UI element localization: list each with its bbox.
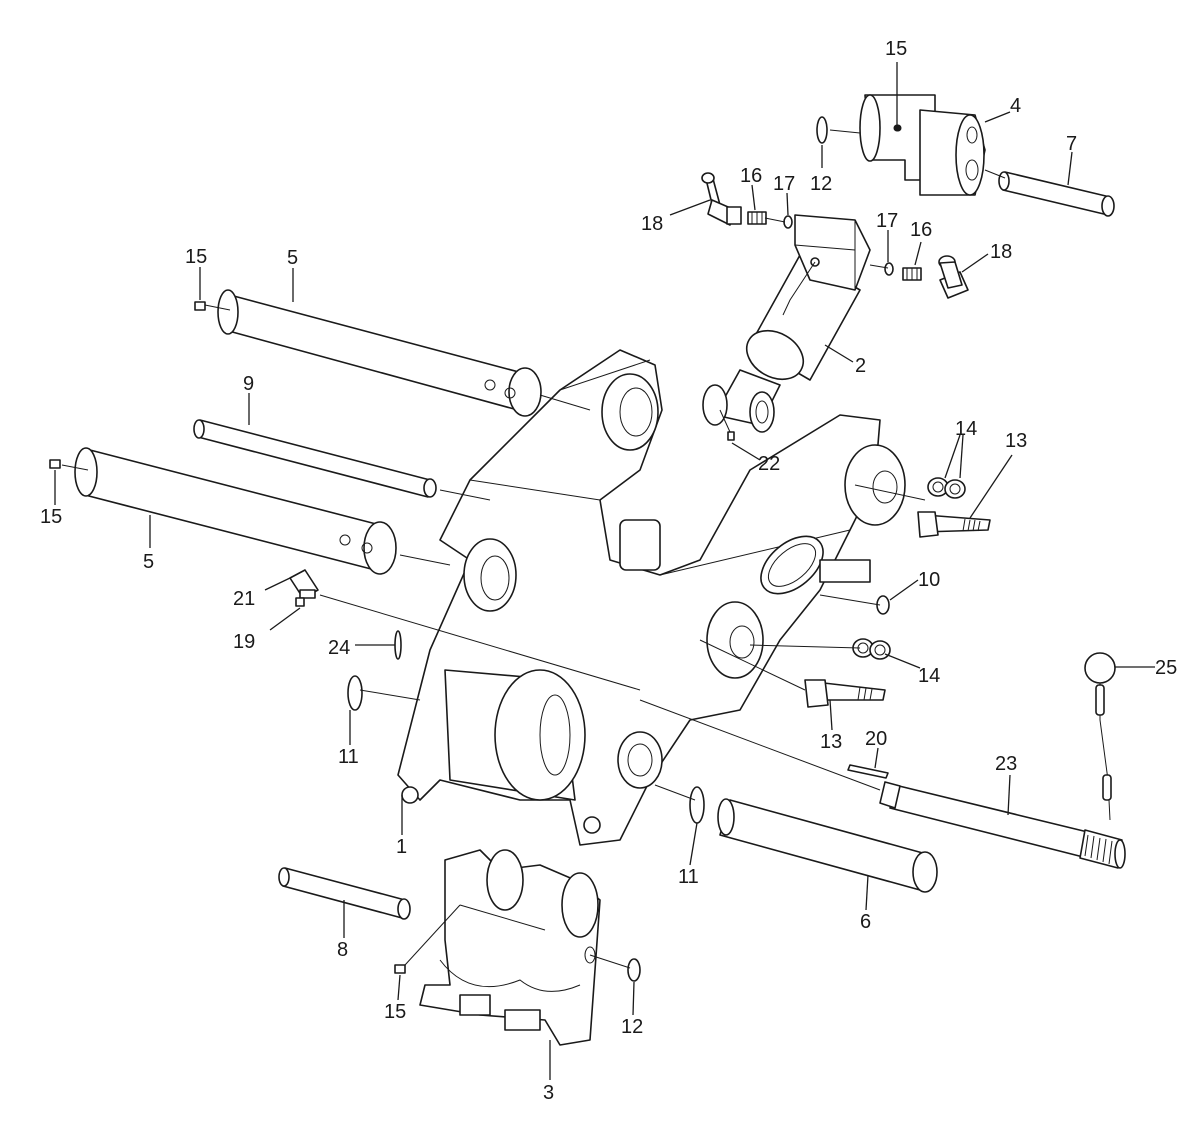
callout-25: 25 xyxy=(1155,657,1177,679)
callout-20: 20 xyxy=(865,728,887,750)
callout-15-left: 15 xyxy=(40,506,62,528)
fittings-left xyxy=(701,172,793,229)
lock-pin-part-23 xyxy=(879,781,1126,869)
callout-4: 4 xyxy=(1010,95,1021,117)
callout-17-right: 17 xyxy=(876,210,898,232)
pin-part-6 xyxy=(717,798,938,893)
callout-2: 2 xyxy=(855,355,866,377)
nuts-part-14-lower xyxy=(852,638,891,660)
callout-14-upper: 14 xyxy=(955,418,977,440)
callout-16-right: 16 xyxy=(910,219,932,241)
callout-16-left: 16 xyxy=(740,165,762,187)
leader-lines xyxy=(54,62,1155,1080)
pin-part-5-upper xyxy=(217,289,542,417)
callout-15-top: 15 xyxy=(885,38,907,60)
jaw-part-3 xyxy=(419,849,601,1046)
callout-13-upper: 13 xyxy=(1005,430,1027,452)
callout-15-bottom: 15 xyxy=(384,1001,406,1023)
callout-19: 19 xyxy=(233,631,255,653)
callout-21: 21 xyxy=(233,588,255,610)
callout-7: 8 xyxy=(337,939,348,961)
bolt-part-13-lower xyxy=(804,679,886,708)
callout-11-left: 11 xyxy=(338,746,359,768)
callout-23: 23 xyxy=(995,753,1017,775)
nuts-part-14-upper xyxy=(927,477,966,499)
callout-5-upper: 5 xyxy=(287,247,298,269)
callout-12-top: 12 xyxy=(810,173,832,195)
callout-8: 7 xyxy=(1066,133,1077,155)
circlips xyxy=(347,116,890,982)
pin-part-8 xyxy=(998,171,1115,217)
callout-1: 1 xyxy=(396,836,407,858)
callout-12-bottom: 12 xyxy=(621,1016,643,1038)
callout-labels: 15 4 7 12 16 17 18 17 16 18 2 22 15 5 9 … xyxy=(40,38,1177,1104)
callout-13-lower: 13 xyxy=(820,731,842,753)
pin-part-7 xyxy=(278,867,411,920)
callout-14-lower: 14 xyxy=(918,665,940,687)
fittings-right xyxy=(884,255,969,299)
callout-24: 24 xyxy=(328,637,350,659)
small-parts xyxy=(49,124,901,974)
callout-15-upper-left: 15 xyxy=(185,246,207,268)
callout-18-right: 18 xyxy=(990,241,1012,263)
main-frame-part-1 xyxy=(397,349,906,846)
callout-6: 6 xyxy=(860,911,871,933)
bolt-part-13-upper xyxy=(917,511,991,538)
callout-17-left: 17 xyxy=(773,173,795,195)
callout-11-right: 11 xyxy=(678,866,699,888)
callout-18-left: 18 xyxy=(641,213,663,235)
pin-part-9 xyxy=(193,419,437,498)
assembly-centerlines xyxy=(61,129,1006,969)
callout-10: 10 xyxy=(918,569,940,591)
callout-9: 9 xyxy=(243,373,254,395)
pin-part-5-lower xyxy=(74,447,397,575)
callout-3: 3 xyxy=(543,1082,554,1104)
hook-part-4 xyxy=(859,94,986,196)
hydraulic-cylinder-part-2 xyxy=(702,214,871,433)
lanyard-part-25 xyxy=(1084,652,1116,821)
callout-5-lower: 5 xyxy=(143,551,154,573)
callout-22: 22 xyxy=(758,453,780,475)
